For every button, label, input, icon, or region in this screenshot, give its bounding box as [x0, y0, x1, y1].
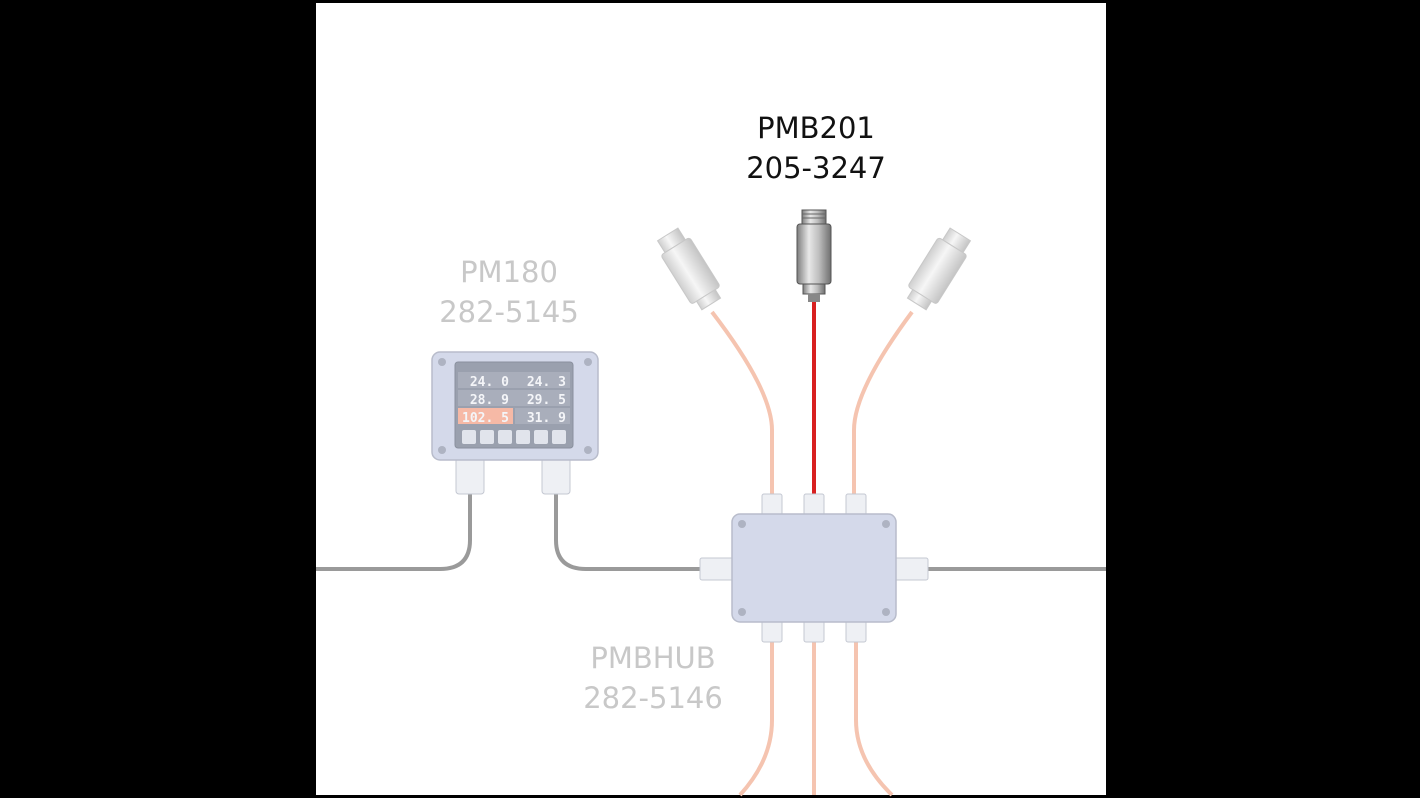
- sensor-faded-right: [906, 227, 972, 311]
- hub-enclosure: [731, 513, 897, 623]
- alarm-cell: [458, 408, 513, 424]
- sensor-faded-left: [656, 227, 722, 311]
- label-pm180-part: 282-5145: [439, 295, 579, 329]
- reading-3: 28. 9: [470, 393, 509, 408]
- reading-2: 24. 3: [527, 375, 566, 390]
- reading-5-alarm: 102. 5: [462, 411, 509, 426]
- label-pmbhub-part: 282-5146: [583, 681, 723, 715]
- label-pmbhub-model: PMBHUB: [590, 641, 715, 675]
- grey-bus-cables: [316, 492, 1106, 571]
- reading-4: 29. 5: [527, 393, 566, 408]
- reading-6: 31. 9: [527, 411, 566, 426]
- label-pmb201-part: 205-3247: [746, 151, 886, 185]
- reading-1: 24. 0: [470, 375, 509, 390]
- display-unit-pm180: 24. 0 24. 3 28. 9 29. 5 102. 5 31. 9: [431, 351, 599, 495]
- label-pmb201-model: PMB201: [757, 111, 875, 145]
- label-pm180-model: PM180: [460, 255, 558, 289]
- sensor-pmb201: [796, 209, 832, 302]
- faded-sensor-cables: [710, 310, 914, 797]
